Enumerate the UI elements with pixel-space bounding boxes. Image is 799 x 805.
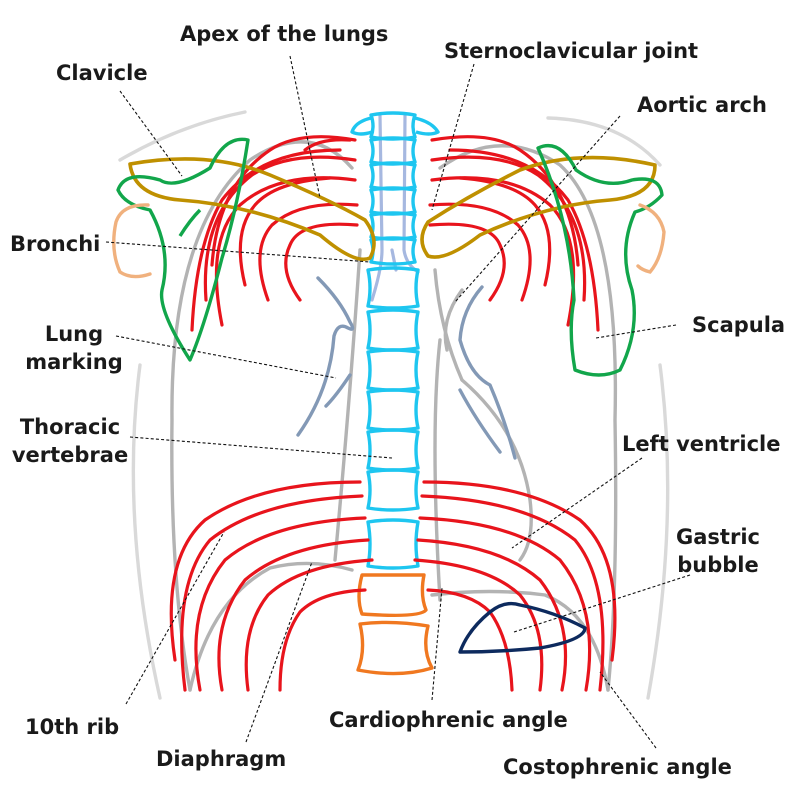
thoracic-vertebra bbox=[366, 348, 420, 392]
thoracic-vertebra bbox=[366, 428, 420, 472]
leader-cardiophrenic-angle bbox=[431, 587, 443, 701]
rib bbox=[169, 480, 362, 662]
label-10th-rib: 10th rib bbox=[25, 715, 120, 739]
leader-lung-marking bbox=[115, 335, 337, 379]
rib bbox=[258, 202, 359, 302]
lung-marking bbox=[296, 276, 517, 460]
thoracic-vertebra bbox=[369, 111, 417, 141]
transverse-process bbox=[350, 116, 373, 136]
label-aortic-arch: Aortic arch bbox=[637, 93, 767, 117]
rib bbox=[284, 222, 359, 302]
rib bbox=[428, 202, 532, 302]
label-clavicle: Clavicle bbox=[56, 61, 148, 85]
humerus bbox=[112, 203, 666, 279]
thoracic-vertebra bbox=[366, 388, 420, 432]
rib bbox=[430, 135, 580, 267]
label-costophrenic-angle: Costophrenic angle bbox=[503, 755, 732, 779]
thoracic-vertebra bbox=[366, 266, 420, 310]
label-apex-of-the-lungs: Apex of the lungs bbox=[180, 22, 389, 46]
leader-left-ventricle bbox=[511, 457, 643, 549]
leader-sternoclavicular bbox=[431, 63, 475, 211]
rib bbox=[190, 148, 342, 332]
rib bbox=[180, 494, 364, 692]
transverse-process bbox=[414, 116, 440, 136]
rib bbox=[203, 155, 357, 302]
trachea-bronchi bbox=[370, 113, 420, 302]
rib bbox=[430, 155, 587, 302]
gastric-bubble bbox=[458, 601, 587, 654]
leader-lines bbox=[105, 55, 691, 749]
rib bbox=[458, 176, 552, 287]
label-thoracic-vertebrae-line2: vertebrae bbox=[11, 443, 129, 467]
rib bbox=[217, 538, 370, 692]
label-sternoclavicular-joint: Sternoclavicular joint bbox=[444, 39, 699, 63]
leader-scapula bbox=[595, 324, 677, 339]
label-thoracic-vertebrae-line1: Thoracic bbox=[19, 415, 121, 439]
label-bronchi: Bronchi bbox=[10, 232, 101, 256]
label-thoracic-vertebrae: Thoracic vertebrae bbox=[6, 413, 134, 469]
rib bbox=[413, 558, 544, 692]
ribs bbox=[169, 135, 617, 692]
leader-10th-rib bbox=[125, 531, 225, 705]
thoracic-vertebra bbox=[369, 211, 417, 241]
rib bbox=[244, 558, 374, 692]
leader-clavicle bbox=[119, 90, 183, 177]
label-gastric-bubble-line2: bubble bbox=[677, 553, 759, 577]
rib bbox=[238, 176, 332, 287]
label-lung-marking-line1: Lung bbox=[44, 322, 104, 346]
leader-apex bbox=[289, 55, 321, 199]
rib bbox=[278, 588, 367, 692]
thoracic-vertebra bbox=[366, 518, 420, 570]
label-lung-marking-line2: marking bbox=[25, 350, 123, 374]
leader-bronchi bbox=[105, 241, 371, 263]
rib bbox=[428, 222, 506, 302]
thoracic-vertebra bbox=[369, 186, 417, 216]
label-gastric-bubble: Gastric bubble bbox=[670, 523, 766, 579]
clavicle bbox=[128, 155, 657, 261]
leader-diaphragm bbox=[245, 561, 313, 743]
leader-thoracic-vertebrae bbox=[129, 436, 393, 459]
thoracic-vertebrae bbox=[350, 111, 440, 570]
thoracic-vertebra bbox=[369, 136, 417, 166]
label-cardiophrenic-angle: Cardiophrenic angle bbox=[329, 708, 568, 732]
thoracic-vertebra bbox=[369, 161, 417, 191]
rib bbox=[418, 516, 592, 692]
thoracic-vertebra bbox=[366, 308, 420, 352]
lung-outlines bbox=[170, 140, 618, 692]
rib bbox=[416, 538, 568, 692]
body-outline bbox=[118, 110, 670, 700]
rib bbox=[303, 138, 352, 152]
rib bbox=[448, 148, 600, 332]
rib bbox=[210, 135, 357, 267]
rib bbox=[420, 494, 605, 692]
rib bbox=[422, 480, 617, 662]
leader-costophrenic-angle bbox=[599, 671, 657, 749]
diaphragm bbox=[188, 561, 610, 692]
label-lung-marking: Lung marking bbox=[14, 320, 134, 376]
thoracic-vertebra bbox=[366, 468, 420, 512]
label-diaphragm: Diaphragm bbox=[156, 747, 287, 771]
scapula bbox=[116, 137, 664, 377]
rib bbox=[194, 516, 367, 692]
lumbar-vertebrae bbox=[356, 573, 434, 676]
label-left-ventricle: Left ventricle bbox=[622, 432, 781, 456]
label-gastric-bubble-line1: Gastric bbox=[676, 525, 760, 549]
label-scapula: Scapula bbox=[692, 313, 786, 337]
